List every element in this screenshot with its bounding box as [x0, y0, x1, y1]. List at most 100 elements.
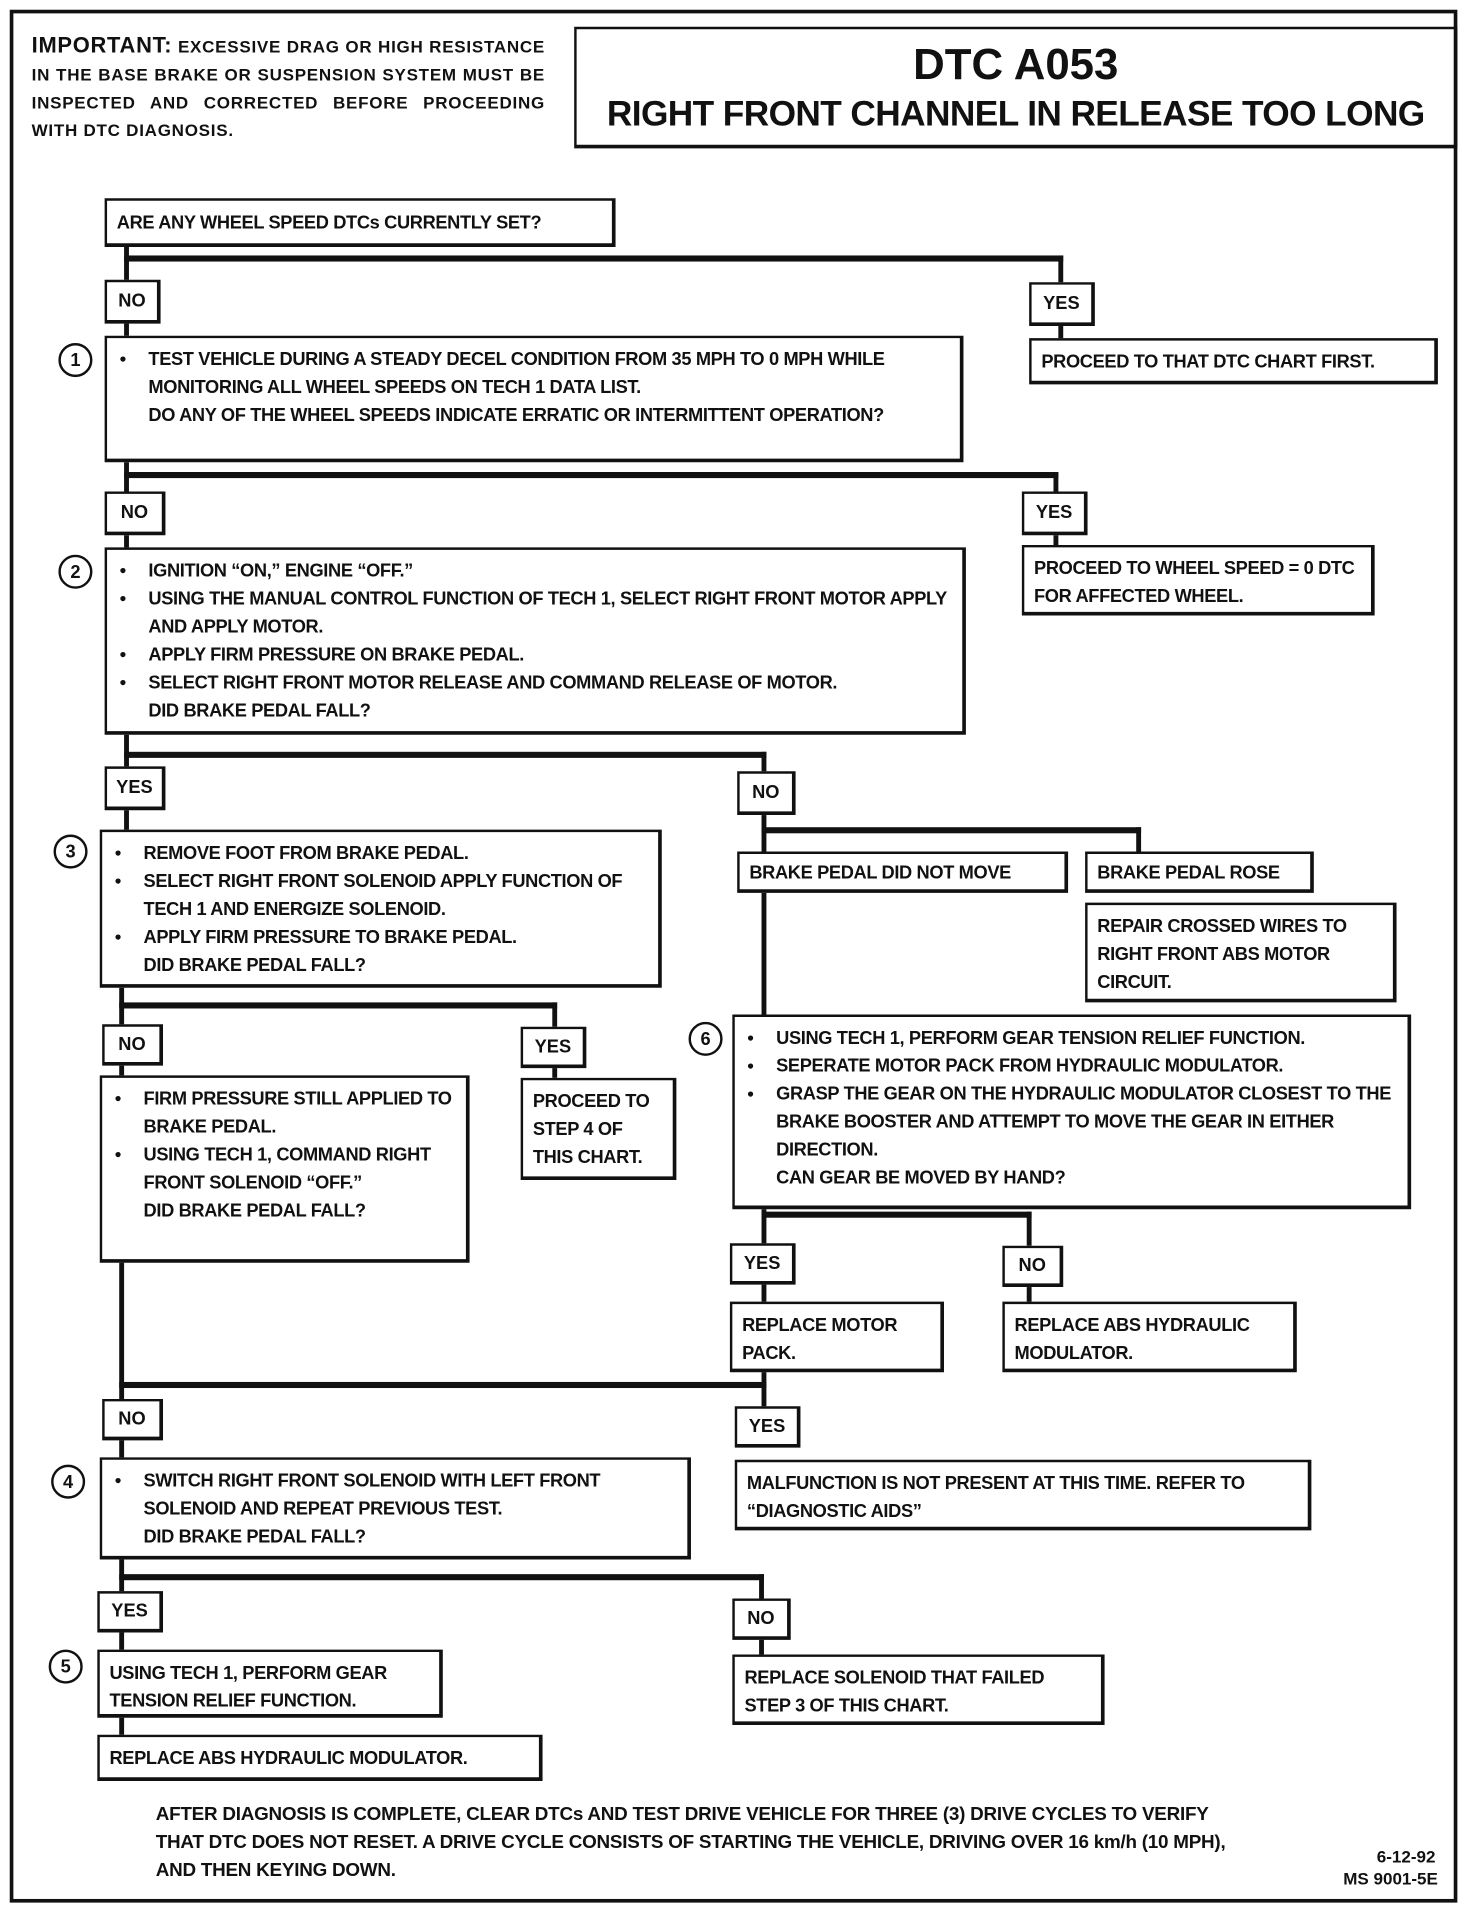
step-bullet: APPLY FIRM PRESSURE TO BRAKE PEDAL.: [114, 923, 649, 951]
step-question: DID BRAKE PEDAL FALL?: [143, 1526, 366, 1548]
label-text: YES: [116, 777, 153, 799]
yes-label: YES: [734, 1406, 801, 1448]
result-dtc-first: PROCEED TO THAT DTC CHART FIRST.: [1029, 338, 1438, 385]
no-label: NO: [732, 1598, 791, 1640]
dtc-code: DTC A053: [913, 38, 1119, 89]
title-box: DTC A053 RIGHT FRONT CHANNEL IN RELEASE …: [574, 26, 1458, 149]
label-text: NO: [1018, 1255, 1046, 1277]
important-text: EXCESSIVE DRAG OR HIGH RESISTANCE IN THE…: [31, 36, 545, 140]
result-replace-solenoid: REPLACE SOLENOID THAT FAILED STEP 3 OF T…: [732, 1654, 1105, 1725]
no-label: NO: [1002, 1245, 1064, 1288]
no-label: NO: [102, 1024, 164, 1066]
step-bullet: USING THE MANUAL CONTROL FUNCTION OF TEC…: [119, 585, 952, 641]
step-number-4: 4: [51, 1464, 86, 1499]
label-text: NO: [118, 1034, 146, 1055]
important-note: IMPORTANT: EXCESSIVE DRAG OR HIGH RESIST…: [32, 32, 545, 145]
label-text: NO: [118, 290, 146, 312]
step-bullet: APPLY FIRM PRESSURE ON BRAKE PEDAL.: [119, 641, 952, 669]
footer-date: 6-12-92: [1376, 1846, 1436, 1867]
connector: [124, 751, 767, 758]
yes-label: YES: [97, 1591, 164, 1633]
connector: [119, 1381, 767, 1389]
result-text: BRAKE PEDAL ROSE: [1097, 862, 1280, 884]
connector: [119, 985, 125, 1740]
connector: [124, 472, 1059, 479]
label-text: NO: [752, 782, 780, 803]
result-step-4: PROCEED TO STEP 4 OF THIS CHART.: [520, 1077, 677, 1181]
step-num: 3: [65, 841, 76, 862]
start-question-box: ARE ANY WHEEL SPEED DTCs CURRENTLY SET?: [104, 198, 616, 247]
connector: [124, 255, 1064, 262]
result-text: PROCEED TO THAT DTC CHART FIRST.: [1041, 351, 1375, 373]
result-abs-modulator: REPLACE ABS HYDRAULIC MODULATOR.: [1002, 1301, 1297, 1373]
step-num: 6: [700, 1028, 711, 1050]
label-text: YES: [743, 1252, 781, 1274]
result-text: PROCEED TO STEP 4 OF THIS CHART.: [532, 1091, 650, 1168]
result-text: REPLACE MOTOR PACK.: [742, 1315, 898, 1364]
label-text: YES: [1043, 293, 1080, 314]
step-num: 1: [70, 349, 81, 371]
step-bullet: TEST VEHICLE DURING A STEADY DECEL CONDI…: [119, 345, 950, 401]
label-text: YES: [534, 1036, 572, 1058]
result-text: REPLACE SOLENOID THAT FAILED STEP 3 OF T…: [744, 1667, 1045, 1717]
step-number-1: 1: [58, 343, 93, 378]
start-question: ARE ANY WHEEL SPEED DTCs CURRENTLY SET?: [116, 212, 542, 234]
result-text: PROCEED TO WHEEL SPEED = 0 DTC FOR AFFEC…: [1034, 558, 1355, 608]
yes-label: YES: [1021, 491, 1088, 536]
step-bullet: GRASP THE GEAR ON THE HYDRAULIC MODULATO…: [747, 1080, 1398, 1164]
connector: [761, 1211, 1032, 1218]
step-3-no-box: FIRM PRESSURE STILL APPLIED TO BRAKE PED…: [99, 1075, 470, 1263]
result-text: REPAIR CROSSED WIRES TO RIGHT FRONT ABS …: [1097, 916, 1347, 993]
step-4-box: SWITCH RIGHT FRONT SOLENOID WITH LEFT FR…: [99, 1457, 691, 1560]
footer-doc-number: MS 9001-5E: [1343, 1868, 1438, 1889]
connector: [1136, 827, 1142, 854]
connector: [119, 1574, 764, 1581]
result-text: REPLACE ABS HYDRAULIC MODULATOR.: [1014, 1315, 1250, 1364]
step-bullet: USING TECH 1, COMMAND RIGHT FRONT SOLENO…: [114, 1141, 457, 1197]
label-text: NO: [118, 1408, 146, 1430]
label-text: NO: [747, 1608, 775, 1629]
step-bullet: FIRM PRESSURE STILL APPLIED TO BRAKE PED…: [114, 1085, 457, 1141]
connector: [119, 1002, 558, 1009]
step-num: 5: [60, 1656, 71, 1677]
step-bullet: SELECT RIGHT FRONT SOLENOID APPLY FUNCTI…: [114, 867, 649, 923]
result-crossed-wires: REPAIR CROSSED WIRES TO RIGHT FRONT ABS …: [1085, 902, 1397, 1003]
result-did-not-move: BRAKE PEDAL DID NOT MOVE: [737, 851, 1069, 893]
important-label: IMPORTANT:: [31, 32, 173, 58]
step-2-box: IGNITION “ON,” ENGINE “OFF.” USING THE M…: [104, 547, 966, 735]
step-bullet: SELECT RIGHT FRONT MOTOR RELEASE AND COM…: [119, 669, 952, 697]
connector: [761, 827, 1142, 834]
step-num: 4: [63, 1471, 74, 1493]
step-5-box: USING TECH 1, PERFORM GEAR TENSION RELIE…: [97, 1649, 443, 1718]
step-bullet: SEPERATE MOTOR PACK FROM HYDRAULIC MODUL…: [747, 1052, 1398, 1080]
footer-note: AFTER DIAGNOSIS IS COMPLETE, CLEAR DTCs …: [155, 1804, 1226, 1881]
step-number-2: 2: [58, 554, 93, 589]
step-number-3: 3: [53, 834, 88, 869]
step-num: 2: [70, 561, 81, 583]
step-6-box: USING TECH 1, PERFORM GEAR TENSION RELIE…: [732, 1014, 1412, 1210]
page-border: [9, 9, 1458, 1903]
step-question: DID BRAKE PEDAL FALL?: [143, 954, 366, 976]
step-bullet: REMOVE FOOT FROM BRAKE PEDAL.: [114, 839, 649, 867]
result-pedal-rose: BRAKE PEDAL ROSE: [1085, 851, 1314, 893]
yes-label: YES: [520, 1026, 587, 1069]
step-bullet: SWITCH RIGHT FRONT SOLENOID WITH LEFT FR…: [114, 1467, 678, 1523]
step-1-box: TEST VEHICLE DURING A STEADY DECEL CONDI…: [104, 335, 964, 463]
step-bullet: IGNITION “ON,” ENGINE “OFF.”: [119, 557, 952, 585]
step-text: USING TECH 1, PERFORM GEAR TENSION RELIE…: [109, 1662, 387, 1712]
no-label: NO: [104, 491, 166, 536]
result-abs-modulator-final: REPLACE ABS HYDRAULIC MODULATOR.: [97, 1734, 543, 1781]
yes-label: YES: [1029, 282, 1095, 327]
label-text: NO: [120, 502, 149, 524]
yes-label: YES: [729, 1243, 796, 1285]
result-text: BRAKE PEDAL DID NOT MOVE: [749, 862, 1011, 884]
dtc-title: RIGHT FRONT CHANNEL IN RELEASE TOO LONG: [606, 94, 1425, 134]
step-question: CAN GEAR BE MOVED BY HAND?: [776, 1167, 1066, 1189]
result-text: REPLACE ABS HYDRAULIC MODULATOR.: [109, 1748, 468, 1769]
result-text: MALFUNCTION IS NOT PRESENT AT THIS TIME.…: [746, 1473, 1245, 1522]
result-malfunction: MALFUNCTION IS NOT PRESENT AT THIS TIME.…: [734, 1459, 1312, 1531]
no-label: NO: [737, 771, 796, 816]
yes-label: YES: [104, 766, 166, 811]
no-label: NO: [104, 279, 161, 324]
